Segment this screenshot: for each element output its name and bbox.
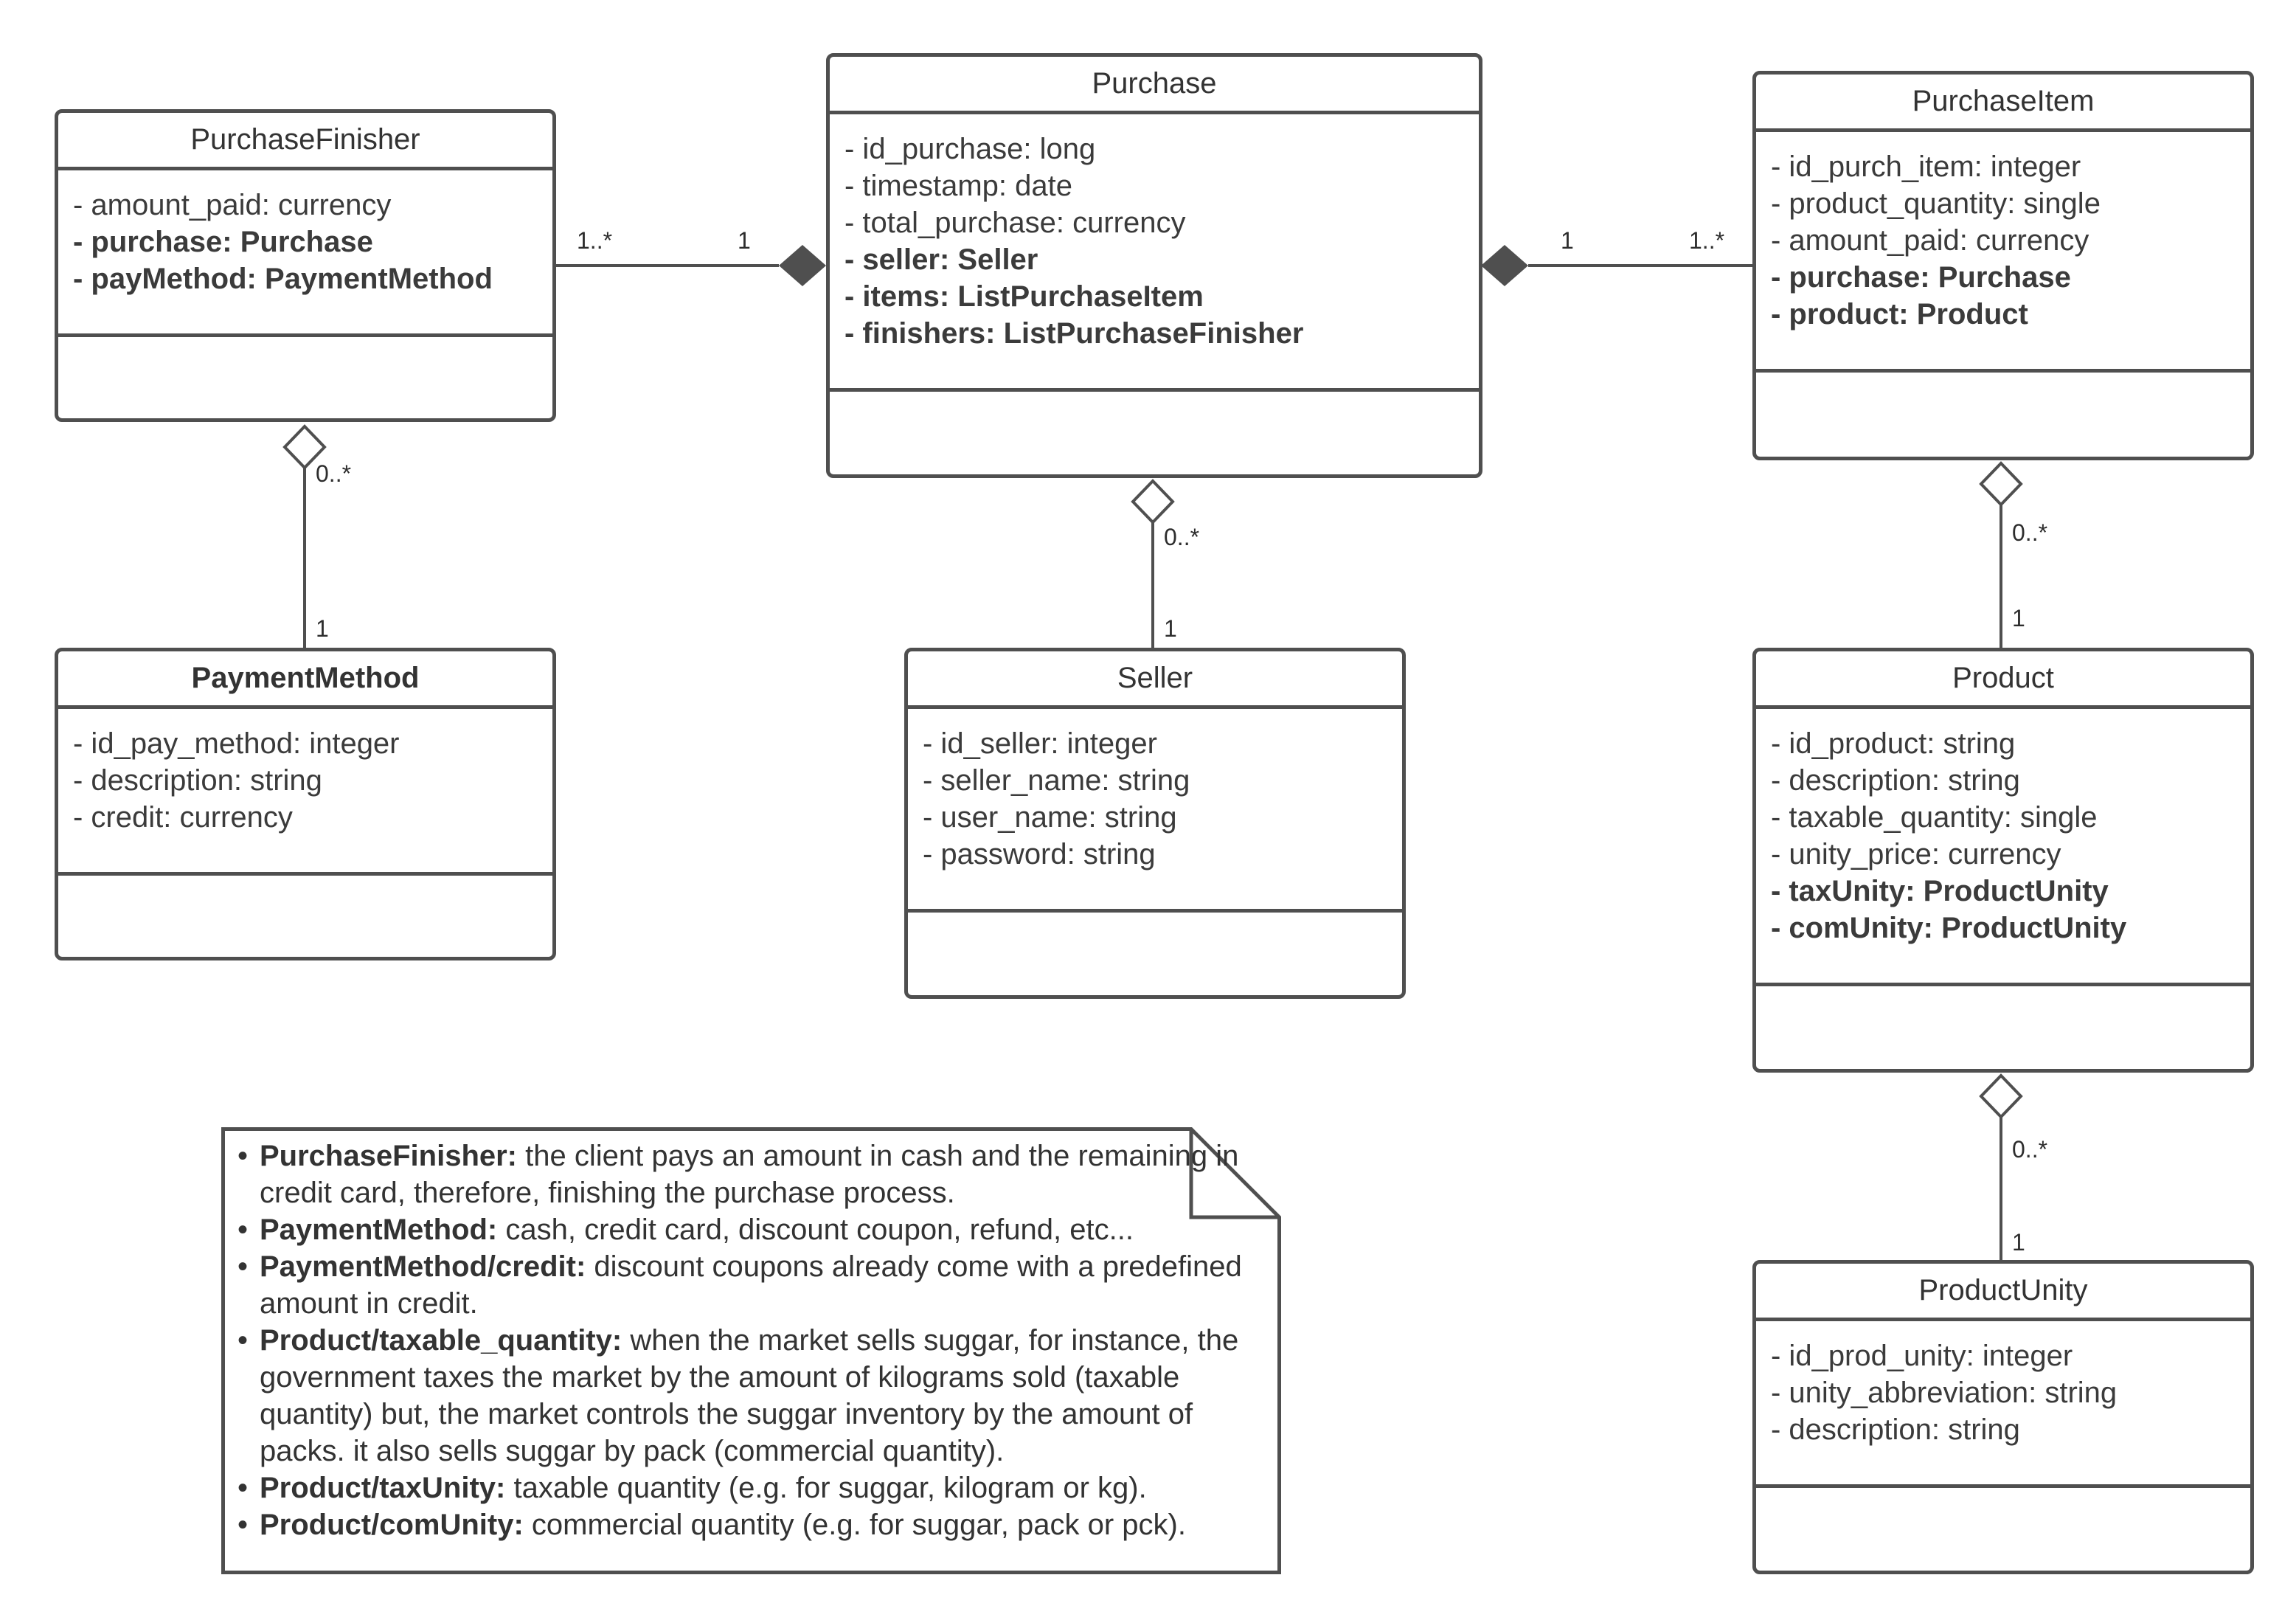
- note-item: Product/comUnity: commercial quantity (e…: [237, 1506, 1255, 1543]
- note-item-term: Product/taxUnity:: [260, 1472, 506, 1504]
- multiplicity-label: 0..*: [2012, 1136, 2048, 1163]
- operations-compartment: [908, 913, 1402, 995]
- attribute: - id_prod_unity: integer: [1771, 1340, 2073, 1372]
- attributes-compartment: - id_prod_unity: integer - unity_abbrevi…: [1756, 1321, 2250, 1488]
- attributes-compartment: - id_seller: integer - seller_name: stri…: [908, 709, 1402, 913]
- multiplicity-label: 1: [1561, 227, 1574, 254]
- attribute: - unity_price: currency: [1771, 838, 2061, 870]
- attribute: - total_purchase: currency: [844, 207, 1186, 239]
- attribute: - credit: currency: [73, 801, 293, 834]
- class-seller[interactable]: Seller - id_seller: integer - seller_nam…: [904, 648, 1406, 999]
- note-item-text: cash, credit card, discount coupon, refu…: [497, 1214, 1134, 1246]
- note-item: Product/taxable_quantity: when the marke…: [237, 1322, 1255, 1470]
- note-item-term: PurchaseFinisher:: [260, 1140, 518, 1172]
- class-product-unity[interactable]: ProductUnity - id_prod_unity: integer - …: [1752, 1260, 2254, 1574]
- finisher-purchase-composition-diamond: [779, 245, 826, 286]
- note-item: PurchaseFinisher: the client pays an amo…: [237, 1138, 1255, 1211]
- attribute: - description: string: [73, 764, 322, 797]
- class-name: Product: [1756, 651, 2250, 709]
- multiplicity-label: 1..*: [1689, 227, 1725, 254]
- operations-compartment: [1756, 373, 2250, 457]
- operations-compartment: [1756, 1488, 2250, 1571]
- note-item-term: PaymentMethod/credit:: [260, 1250, 586, 1283]
- multiplicity-label: 1: [2012, 605, 2025, 631]
- operations-compartment: [1756, 986, 2250, 1069]
- note-item-term: PaymentMethod:: [260, 1214, 498, 1246]
- multiplicity-label: 1: [316, 615, 329, 642]
- note-item-text: taxable quantity (e.g. for suggar, kilog…: [505, 1472, 1147, 1504]
- note-item: Product/taxUnity: taxable quantity (e.g.…: [237, 1470, 1255, 1506]
- attribute: - id_product: string: [1771, 727, 2016, 760]
- attribute: - description: string: [1771, 1413, 2020, 1446]
- note-item-term: Product/comUnity:: [260, 1509, 524, 1541]
- purchase-item-composition-diamond: [1481, 245, 1528, 286]
- note: PurchaseFinisher: the client pays an amo…: [221, 1127, 1281, 1574]
- note-item: PaymentMethod: cash, credit card, discou…: [237, 1211, 1255, 1248]
- attributes-compartment: - id_purch_item: integer - product_quant…: [1756, 132, 2250, 373]
- attribute: - payMethod: PaymentMethod: [73, 263, 493, 295]
- operations-compartment: [58, 337, 552, 418]
- attribute: - product: Product: [1771, 298, 2028, 330]
- note-item-text: the client pays an amount in cash and th…: [260, 1140, 1239, 1209]
- attribute: - seller_name: string: [923, 764, 1190, 797]
- multiplicity-label: 1..*: [577, 227, 613, 254]
- note-item: PaymentMethod/credit: discount coupons a…: [237, 1248, 1255, 1322]
- attribute: - purchase: Purchase: [1771, 261, 2071, 294]
- attribute: - comUnity: ProductUnity: [1771, 912, 2127, 944]
- attribute: - id_purch_item: integer: [1771, 150, 2081, 183]
- multiplicity-label: 0..*: [316, 460, 352, 487]
- class-name: Seller: [908, 651, 1402, 709]
- attributes-compartment: - amount_paid: currency - purchase: Purc…: [58, 170, 552, 337]
- class-name: PurchaseItem: [1756, 75, 2250, 132]
- class-product[interactable]: Product - id_product: string - descripti…: [1752, 648, 2254, 1073]
- class-payment-method[interactable]: PaymentMethod - id_pay_method: integer -…: [55, 648, 556, 960]
- attribute: - seller: Seller: [844, 243, 1038, 276]
- product-unity-aggregation-diamond: [1979, 1073, 2023, 1119]
- note-item-term: Product/taxable_quantity:: [260, 1324, 622, 1357]
- finisher-payment-aggregation-diamond: [282, 424, 327, 470]
- class-name: PurchaseFinisher: [58, 113, 552, 170]
- class-name: Purchase: [830, 57, 1479, 114]
- class-purchase-finisher[interactable]: PurchaseFinisher - amount_paid: currency…: [55, 109, 556, 422]
- multiplicity-label: 0..*: [1164, 524, 1200, 550]
- attribute: - amount_paid: currency: [73, 189, 392, 221]
- attribute: - items: ListPurchaseItem: [844, 280, 1204, 313]
- class-name: PaymentMethod: [58, 651, 552, 709]
- note-list: PurchaseFinisher: the client pays an amo…: [237, 1138, 1255, 1543]
- attribute: - unity_abbreviation: string: [1771, 1377, 2118, 1409]
- attribute: - timestamp: date: [844, 170, 1073, 202]
- attributes-compartment: - id_product: string - description: stri…: [1756, 709, 2250, 986]
- multiplicity-label: 1: [1164, 615, 1177, 642]
- attribute: - id_seller: integer: [923, 727, 1157, 760]
- class-purchase-item[interactable]: PurchaseItem - id_purch_item: integer - …: [1752, 71, 2254, 460]
- attribute: - taxUnity: ProductUnity: [1771, 875, 2109, 907]
- item-product-aggregation-diamond: [1979, 461, 2023, 507]
- multiplicity-label: 1: [738, 227, 751, 254]
- attribute: - id_pay_method: integer: [73, 727, 400, 760]
- multiplicity-label: 0..*: [2012, 519, 2048, 546]
- attribute: - description: string: [1771, 764, 2020, 797]
- attribute: - finishers: ListPurchaseFinisher: [844, 317, 1304, 350]
- attribute: - password: string: [923, 838, 1156, 870]
- operations-compartment: [830, 392, 1479, 474]
- attribute: - purchase: Purchase: [73, 226, 373, 258]
- attribute: - id_purchase: long: [844, 133, 1096, 165]
- attribute: - taxable_quantity: single: [1771, 801, 2098, 834]
- attribute: - amount_paid: currency: [1771, 224, 2089, 257]
- attributes-compartment: - id_purchase: long - timestamp: date - …: [830, 114, 1479, 392]
- note-item-text: commercial quantity (e.g. for suggar, pa…: [523, 1509, 1186, 1541]
- class-purchase[interactable]: Purchase - id_purchase: long - timestamp…: [826, 53, 1482, 478]
- class-name: ProductUnity: [1756, 1264, 2250, 1321]
- attribute: - user_name: string: [923, 801, 1177, 834]
- attribute: - product_quantity: single: [1771, 187, 2101, 220]
- purchase-seller-aggregation-diamond: [1131, 479, 1175, 525]
- operations-compartment: [58, 876, 552, 957]
- attributes-compartment: - id_pay_method: integer - description: …: [58, 709, 552, 876]
- note-item-text: when the market sells suggar, for instan…: [260, 1324, 1239, 1467]
- multiplicity-label: 1: [2012, 1229, 2025, 1256]
- note-item-text: discount coupons already come with a pre…: [260, 1250, 1242, 1320]
